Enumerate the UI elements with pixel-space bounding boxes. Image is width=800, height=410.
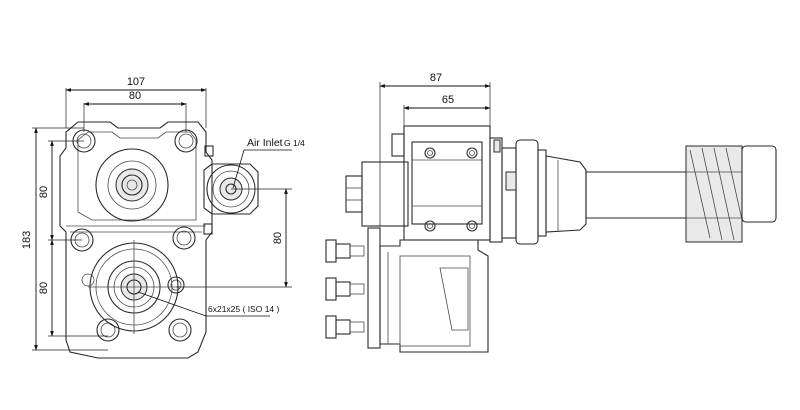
dim-80-upper: 80 <box>38 186 50 198</box>
side-cylinder-ring <box>501 147 517 239</box>
side-fitting-1 <box>325 239 365 263</box>
side-lower-body <box>379 239 489 353</box>
side-cylinder-plate <box>489 137 503 243</box>
side-helical-gear <box>685 145 743 243</box>
dim-80-horizontal: 80 <box>129 90 141 102</box>
front-bolt-right-mid <box>167 276 185 294</box>
side-fitting-3 <box>325 315 365 339</box>
air-inlet-thread: G 1/4 <box>284 138 305 148</box>
front-corner-bolt-mr <box>172 226 196 250</box>
dim-80-right: 80 <box>272 232 284 244</box>
side-lower-flange <box>367 227 381 349</box>
front-bolt-left-mid <box>81 273 95 287</box>
side-taper-cone <box>545 155 587 233</box>
side-air-port <box>493 139 501 153</box>
side-dimension-lines <box>379 82 491 226</box>
side-mid-block <box>361 161 409 227</box>
dim-65: 65 <box>442 94 454 106</box>
front-view <box>59 121 259 359</box>
front-corner-bolt-br <box>168 318 192 342</box>
shaft-spec-label: 6x21x25 ( ISO 14 ) <box>208 304 280 314</box>
shaft-spec-callout: 6x21x25 ( ISO 14 ) <box>137 291 280 317</box>
front-output-flange <box>88 240 180 334</box>
dim-80-lower: 80 <box>38 282 50 294</box>
side-clutch-lip <box>537 149 547 237</box>
side-clutch-key <box>505 171 517 191</box>
side-mid-nut <box>345 175 363 213</box>
side-shaft-endcap <box>741 145 777 223</box>
side-fitting-2 <box>325 277 365 301</box>
front-upper-bore <box>95 148 169 222</box>
dim-87: 87 <box>430 72 442 84</box>
dim-107: 107 <box>127 76 145 88</box>
side-lower-rib <box>439 267 469 331</box>
front-small-plug-bottom <box>203 223 213 235</box>
side-cover-screws <box>424 147 478 232</box>
side-view <box>325 125 777 353</box>
front-corner-bolt-tr <box>174 129 198 153</box>
side-upper-housing <box>403 125 491 241</box>
air-inlet-label: Air Inlet <box>247 137 283 149</box>
side-upper-cover <box>411 141 483 225</box>
front-small-plug-top <box>204 145 214 157</box>
dim-183: 183 <box>21 231 33 249</box>
side-lower-body-inner <box>399 255 471 347</box>
front-housing-inner <box>77 131 197 221</box>
side-clutch-housing <box>515 139 539 245</box>
air-inlet-callout: Air Inlet G 1/4 <box>232 137 305 189</box>
front-housing-outline <box>59 121 213 359</box>
side-output-shaft <box>585 171 689 219</box>
front-dimension-lines <box>32 88 292 351</box>
side-top-bolt <box>391 133 405 157</box>
